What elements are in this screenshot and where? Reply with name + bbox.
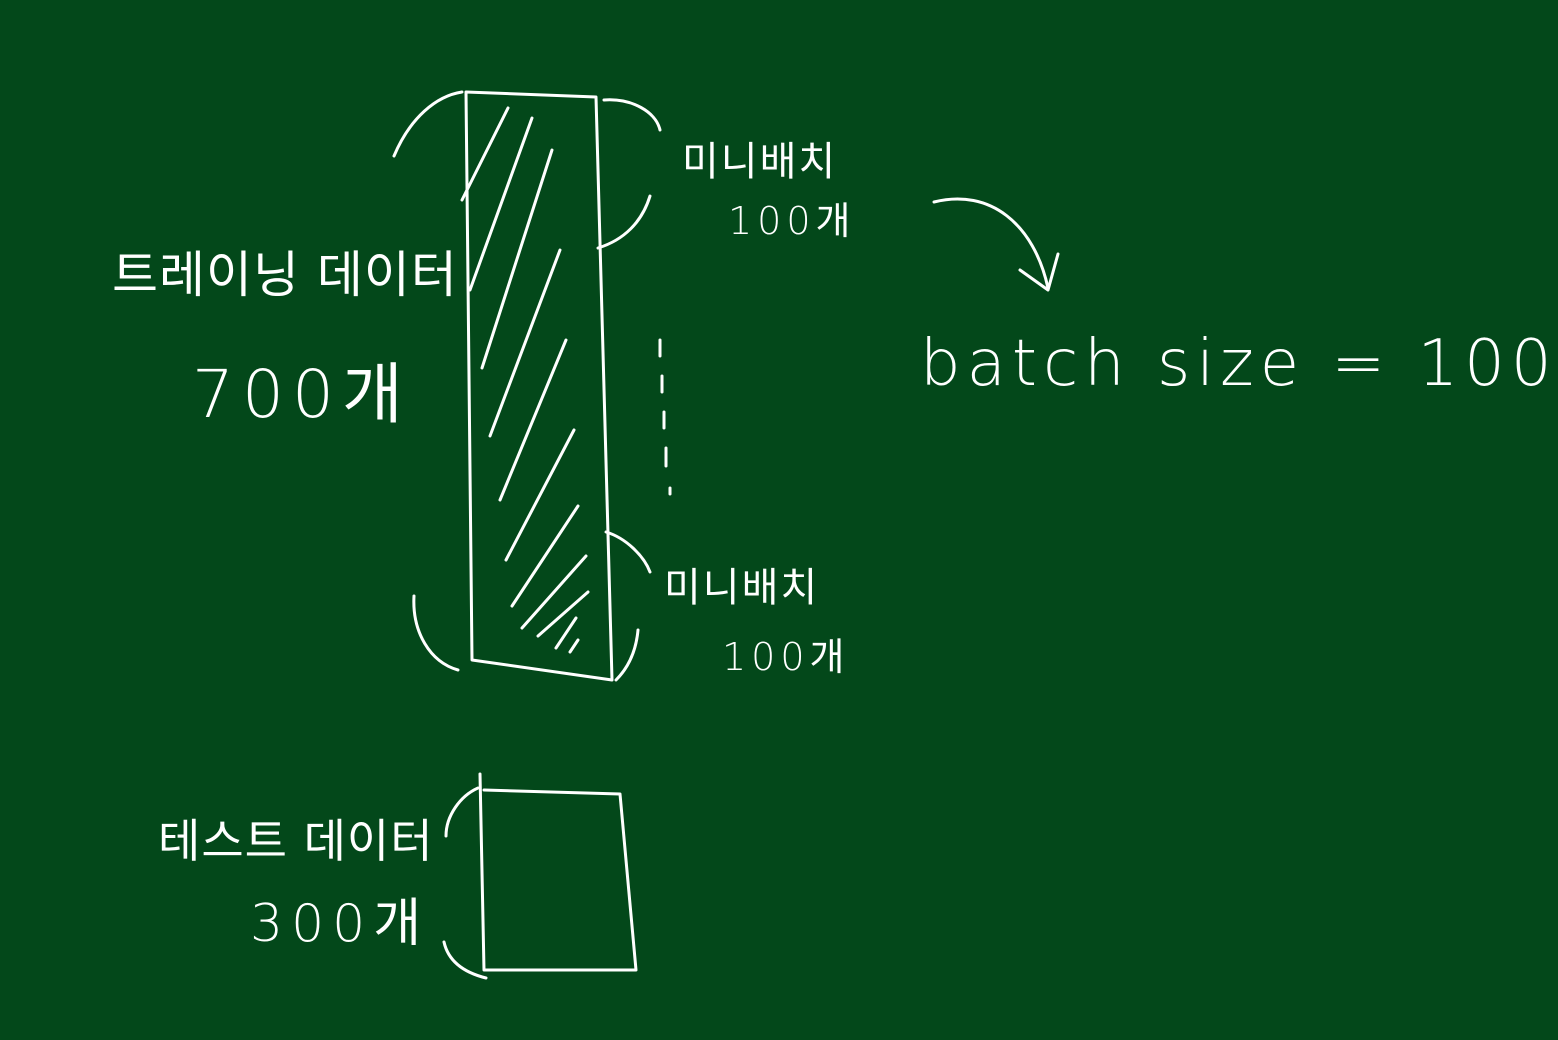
minibatch-bottom-label: 미니배치 <box>664 565 820 611</box>
minibatch-bottom-bracket <box>604 530 652 574</box>
chalkboard: 트레이닝 데이터 700개 미니배치 100개 미니배치 100개 batch … <box>112 90 1552 980</box>
training-data-left-bracket-bottom <box>412 594 460 672</box>
batch-size-label: batch size = 100 <box>920 327 1558 401</box>
minibatch-top-bracket-bottom <box>596 194 652 250</box>
training-data-box <box>464 90 614 682</box>
diagram-drawing <box>392 90 1060 980</box>
arrow-to-batch-size <box>932 197 1050 290</box>
training-data-count: 700개 <box>192 356 411 433</box>
minibatch-bottom-bracket-bottom <box>614 628 640 682</box>
minibatch-bottom-count: 100개 <box>722 635 850 679</box>
test-data-count: 300개 <box>250 894 430 954</box>
test-data-box <box>478 772 638 972</box>
training-data-left-bracket <box>392 90 464 158</box>
test-data-bracket <box>444 786 480 838</box>
minibatch-top-count: 100개 <box>728 199 856 243</box>
minibatch-top-bracket <box>602 98 662 132</box>
arrow-head <box>1018 252 1060 292</box>
test-data-label: 테스트 데이터 <box>158 814 434 868</box>
ellipsis-dashes <box>658 338 672 496</box>
training-data-label: 트레이닝 데이터 <box>112 246 458 304</box>
training-data-hatching <box>460 106 590 654</box>
test-data-bracket-bottom <box>442 940 488 980</box>
minibatch-top-label: 미니배치 <box>682 139 838 185</box>
